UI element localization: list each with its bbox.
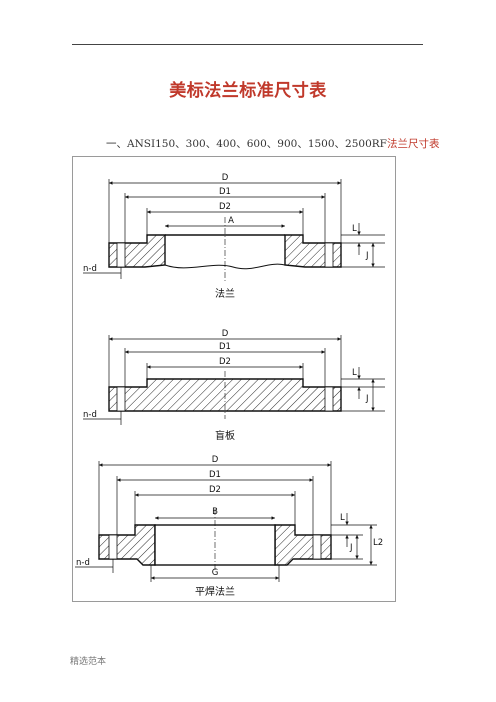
blind-dim-D2: D2: [219, 357, 231, 367]
flange-dim-D1: D1: [219, 187, 231, 197]
flange-label-J: J: [365, 251, 369, 261]
figure-flange: D D1 D2 A L: [83, 173, 385, 300]
figure-blind-plate: D D1 D2 L J n-d: [83, 329, 385, 442]
slipon-label-L2: L2: [373, 538, 383, 548]
slipon-dim-G: G: [212, 568, 219, 578]
blind-right-dims: [341, 367, 385, 412]
figure-slip-on-flange: D D1 D2 B G L: [75, 455, 383, 598]
blind-label-L: L: [352, 368, 357, 378]
flange-label-nd: n-d: [83, 264, 97, 274]
flange-dim-lines: [108, 179, 342, 243]
section-heading-suffix: 法兰尺寸表: [386, 138, 440, 150]
header-rule: [72, 44, 423, 45]
slipon-nd-leader: [75, 559, 114, 573]
section-heading: 一、ANSI150、300、400、600、900、1500、2500RF法兰尺…: [106, 136, 439, 151]
slipon-caption: 平焊法兰: [195, 585, 235, 598]
slipon-body: [98, 509, 332, 571]
flange-dim-D: D: [222, 173, 229, 183]
flange-dim-D2: D2: [219, 202, 231, 212]
blind-nd-leader: [83, 411, 122, 425]
slipon-dim-D1: D1: [209, 470, 221, 480]
slipon-dim-D: D: [212, 455, 219, 465]
page-footer: 精选范本: [70, 657, 107, 667]
flange-label-L: L: [352, 224, 357, 234]
drawing-frame: D D1 D2 A L: [72, 156, 396, 602]
blind-dim-D: D: [222, 329, 229, 339]
flange-caption: 法兰: [215, 287, 235, 300]
slipon-dim-lines: [98, 461, 332, 582]
blind-label-J: J: [365, 394, 369, 404]
blind-body: [108, 371, 342, 419]
blind-dim-D1: D1: [219, 342, 231, 352]
slipon-right-dims: [287, 513, 377, 566]
page-title: 美标法兰标准尺寸表: [169, 81, 327, 101]
flange-drawings: D D1 D2 A L: [75, 173, 385, 598]
blind-dim-lines: [108, 335, 342, 387]
flange-nd-leader: [83, 267, 122, 279]
flange-body: [108, 217, 342, 281]
slipon-label-L: L: [340, 513, 345, 523]
blind-caption: 盲板: [215, 429, 235, 442]
section-heading-text: 一、ANSI150、300、400、600、900、1500、2500RF: [106, 138, 387, 150]
slipon-dim-D2: D2: [209, 485, 221, 495]
flange-right-dims: [341, 223, 385, 268]
flange-dim-A: A: [228, 216, 234, 226]
blind-label-nd: n-d: [83, 410, 97, 420]
slipon-label-nd: n-d: [76, 558, 90, 568]
slipon-label-J: J: [349, 543, 353, 553]
